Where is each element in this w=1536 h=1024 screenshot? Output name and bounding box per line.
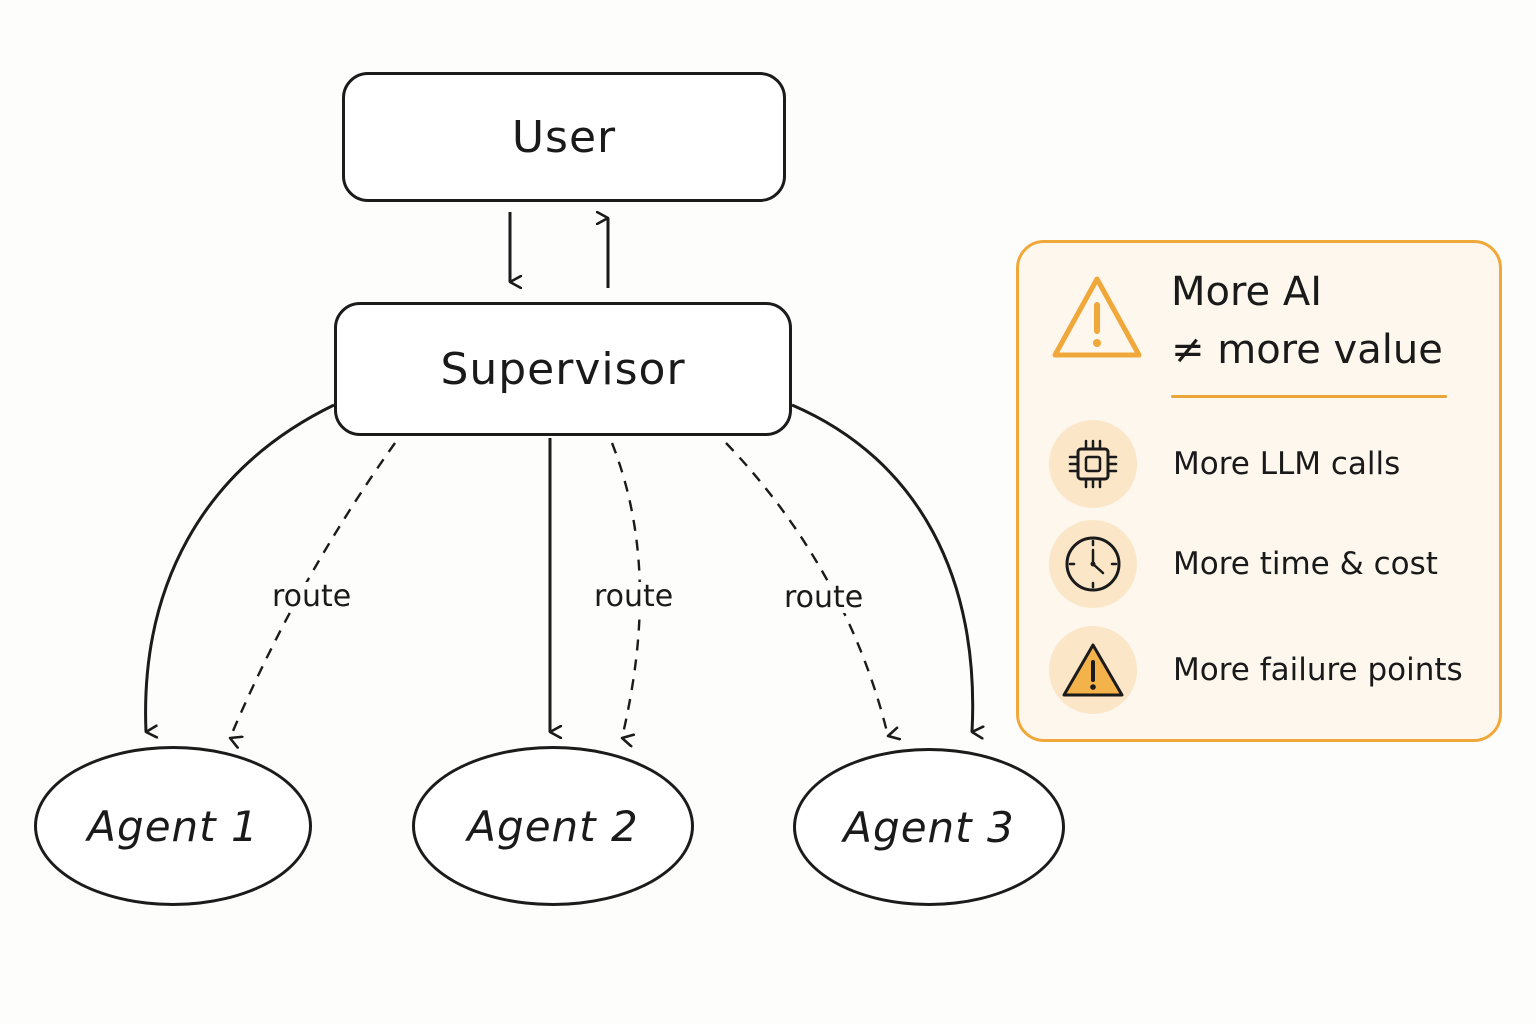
user-node-label: User	[511, 111, 617, 163]
agent-2-label: Agent 2	[467, 801, 639, 851]
callout-title-line-1: More AI	[1171, 269, 1323, 315]
cpu-chip-icon	[1049, 420, 1137, 508]
callout-title-line-2: ≠ more value	[1171, 327, 1443, 373]
route-label-agent-2: route	[588, 582, 680, 612]
callout-item-llm-calls: More LLM calls	[1049, 419, 1489, 509]
route-to-agent-3-dashed-arrow	[725, 442, 888, 736]
callout-item-time-cost: More time & cost	[1049, 519, 1489, 609]
supervisor-node-label: Supervisor	[440, 343, 686, 395]
clock-icon	[1049, 520, 1137, 608]
route-label-agent-3: route	[778, 583, 870, 613]
callout-title-underline	[1171, 395, 1447, 398]
agent-3-label: Agent 3	[843, 802, 1015, 852]
callout-item-failure-points: More failure points	[1049, 625, 1489, 715]
agent-2-node: Agent 2	[412, 746, 694, 906]
warning-callout-panel: More AI ≠ more value More LLM calls	[1016, 240, 1502, 742]
agent-1-node: Agent 1	[34, 746, 312, 906]
route-label-agent-1: route	[266, 582, 358, 612]
callout-item-label: More LLM calls	[1173, 446, 1401, 482]
callout-item-label: More time & cost	[1173, 546, 1438, 582]
warning-triangle-icon	[1049, 626, 1137, 714]
callout-item-label: More failure points	[1173, 652, 1463, 688]
supervisor-to-agent-3-solid-arrow	[791, 403, 973, 732]
supervisor-to-agent-1-solid-arrow	[144, 403, 335, 732]
warning-triangle-icon	[1052, 276, 1142, 358]
agent-1-label: Agent 1	[87, 801, 259, 851]
agent-3-node: Agent 3	[793, 748, 1065, 906]
user-node: User	[342, 72, 786, 202]
route-to-agent-1-dashed-arrow	[230, 442, 396, 738]
supervisor-node: Supervisor	[334, 302, 792, 436]
